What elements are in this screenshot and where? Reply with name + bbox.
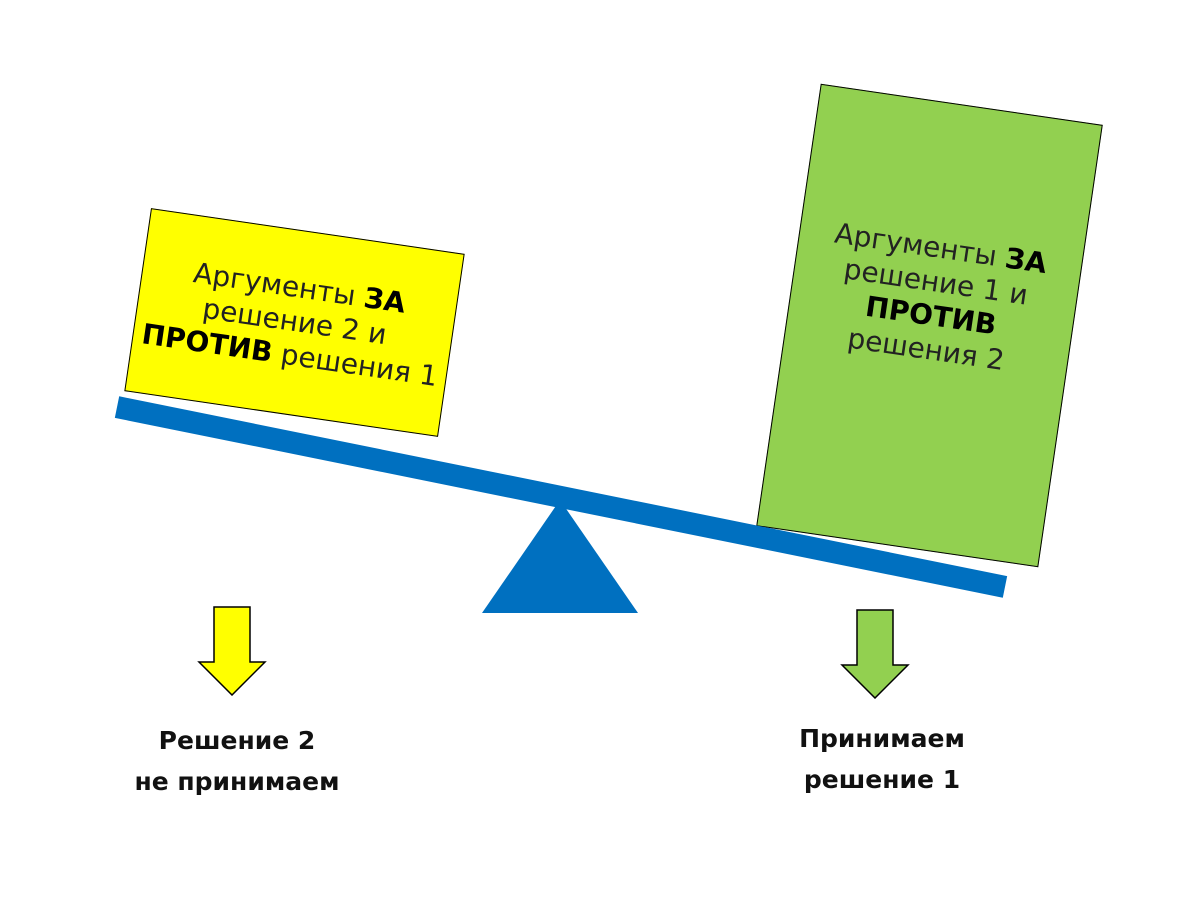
right-outcome-line1: Принимаем xyxy=(799,724,965,753)
left-down-arrow-icon xyxy=(197,606,267,696)
left-outcome-line2: не принимаем xyxy=(134,767,340,796)
fulcrum-triangle-icon xyxy=(482,500,638,613)
left-outcome-line1: Решение 2 xyxy=(158,726,316,755)
right-down-arrow-icon xyxy=(840,609,910,699)
left-arguments-box: Аргументы ЗА решение 2 и ПРОТИВ решения … xyxy=(124,208,465,437)
left-arguments-za: ЗА xyxy=(361,280,408,320)
left-outcome-label: Решение 2 не принимаем xyxy=(107,720,367,802)
right-outcome-line2: решение 1 xyxy=(803,765,961,794)
right-arguments-text: Аргументы ЗА решение 1 и ПРОТИВ решения … xyxy=(783,212,1083,387)
right-arguments-za: ЗА xyxy=(1003,241,1049,281)
left-arguments-text: Аргументы ЗА решение 2 и ПРОТИВ решения … xyxy=(131,249,457,395)
right-arguments-box: Аргументы ЗА решение 1 и ПРОТИВ решения … xyxy=(756,83,1103,568)
right-outcome-label: Принимаем решение 1 xyxy=(762,718,1002,800)
